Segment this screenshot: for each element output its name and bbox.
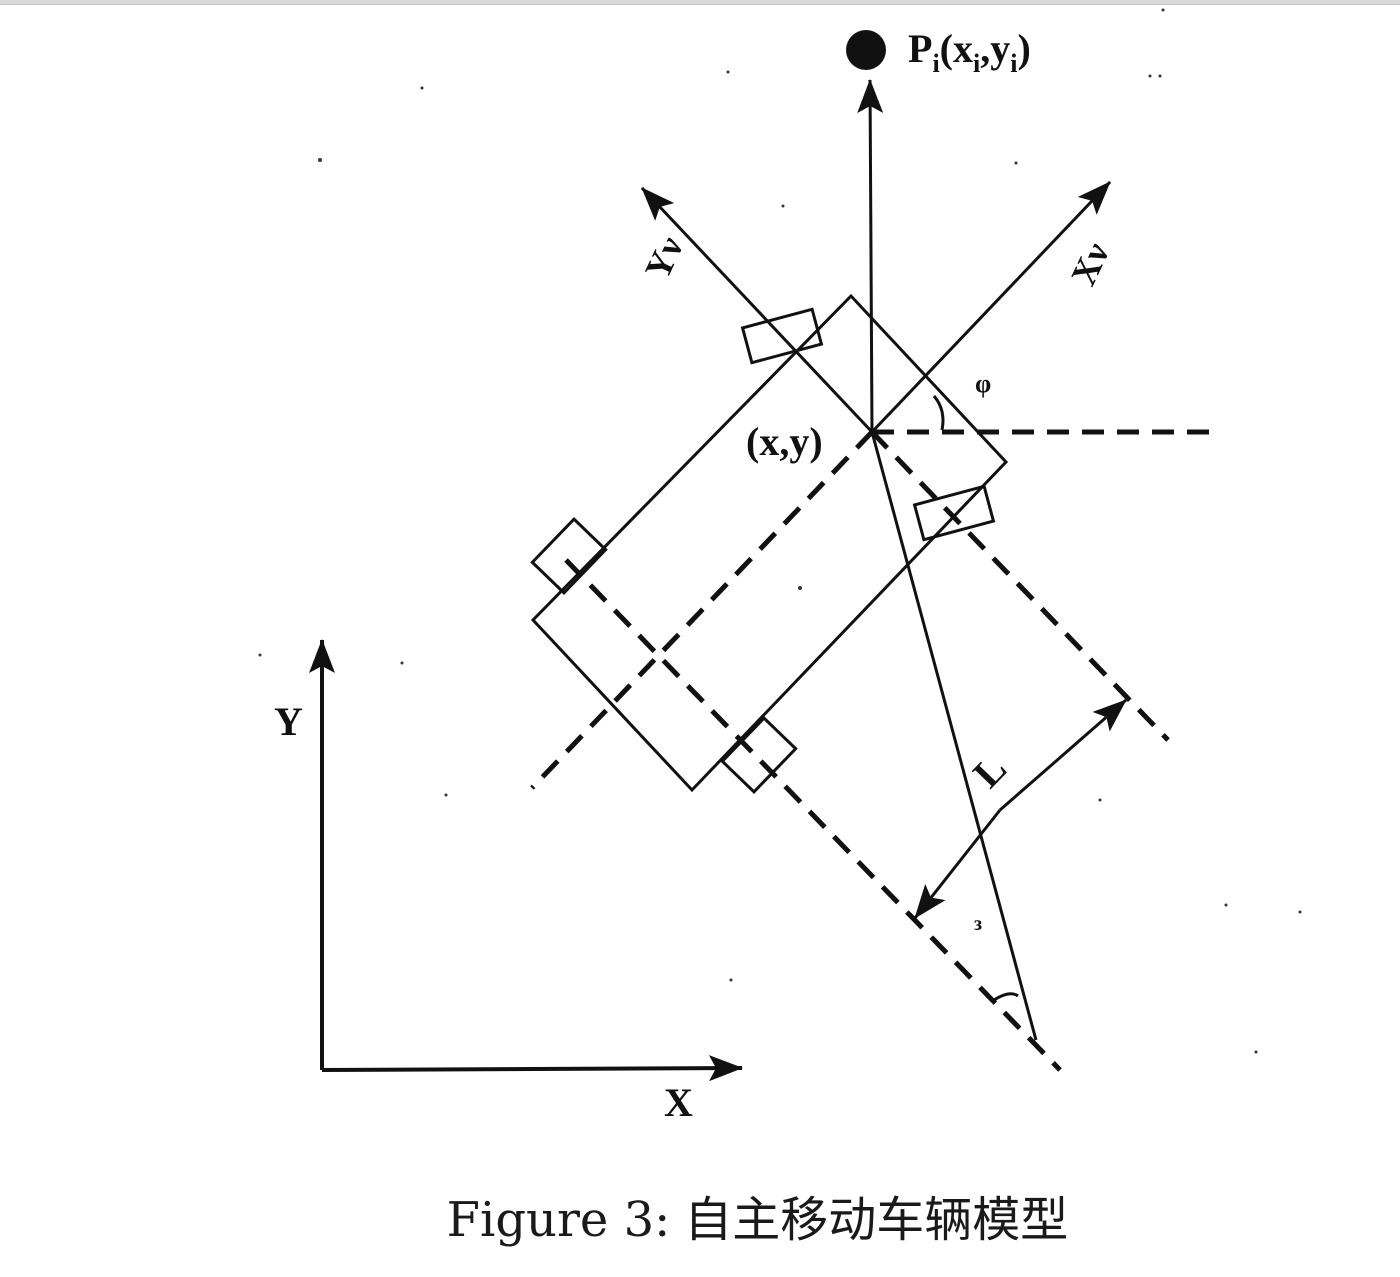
vehicle-center-line	[530, 430, 874, 790]
vehicle-wheels	[530, 307, 996, 794]
heading-angle-label: φ	[975, 369, 991, 398]
vehicle-y-axis-label: Yν	[637, 230, 691, 285]
figure-caption-label: Figure 3:	[446, 1192, 671, 1248]
rear-axle-line	[564, 558, 1062, 1072]
vehicle-body	[530, 293, 1009, 794]
wheelbase-label: L	[964, 746, 1015, 796]
target-direction-line	[857, 79, 884, 433]
world-x-axis-label: X	[664, 1080, 693, 1125]
wheel-front-left	[740, 307, 824, 365]
scan-speckles	[258, 8, 1302, 1054]
target-point-label: Pi(xi,yi)	[908, 26, 1031, 78]
vehicle-model-diagram: Y X Pi(xi,yi) Yν Xν (x,y)	[258, 8, 1302, 1125]
wheel-rear-left	[530, 517, 608, 595]
vehicle-y-axis-line	[640, 186, 874, 434]
front-axle-line	[870, 430, 1170, 742]
target-point-marker	[846, 30, 886, 70]
wheel-rear-right	[720, 716, 798, 794]
vehicle-axes	[640, 79, 1127, 1041]
world-y-axis-label: Y	[274, 699, 303, 744]
wheel-front-right	[912, 484, 996, 542]
page-top-rule	[0, 0, 1400, 5]
wheelbase-dimension-line-lower	[913, 809, 1002, 919]
world-axes	[309, 639, 743, 1082]
figure-caption-text: 自主移动车辆模型	[684, 1192, 1069, 1248]
dashed-guides	[530, 429, 1222, 1072]
vehicle-chassis	[530, 293, 1009, 793]
heading-angle-arc	[932, 395, 945, 431]
steering-ray-line	[870, 431, 1038, 1041]
wheelbase-dimension-line	[999, 698, 1127, 812]
steering-angle-label: з	[974, 913, 982, 935]
steering-angle-arc	[993, 992, 1019, 1002]
vehicle-x-axis-line	[870, 180, 1112, 434]
figure-caption: Figure 3:自主移动车辆模型	[0, 1180, 1400, 1250]
world-x-axis-line	[321, 1055, 743, 1082]
vehicle-position-label: (x,y)	[746, 419, 823, 464]
vehicle-x-axis-label: Xν	[1063, 236, 1117, 291]
